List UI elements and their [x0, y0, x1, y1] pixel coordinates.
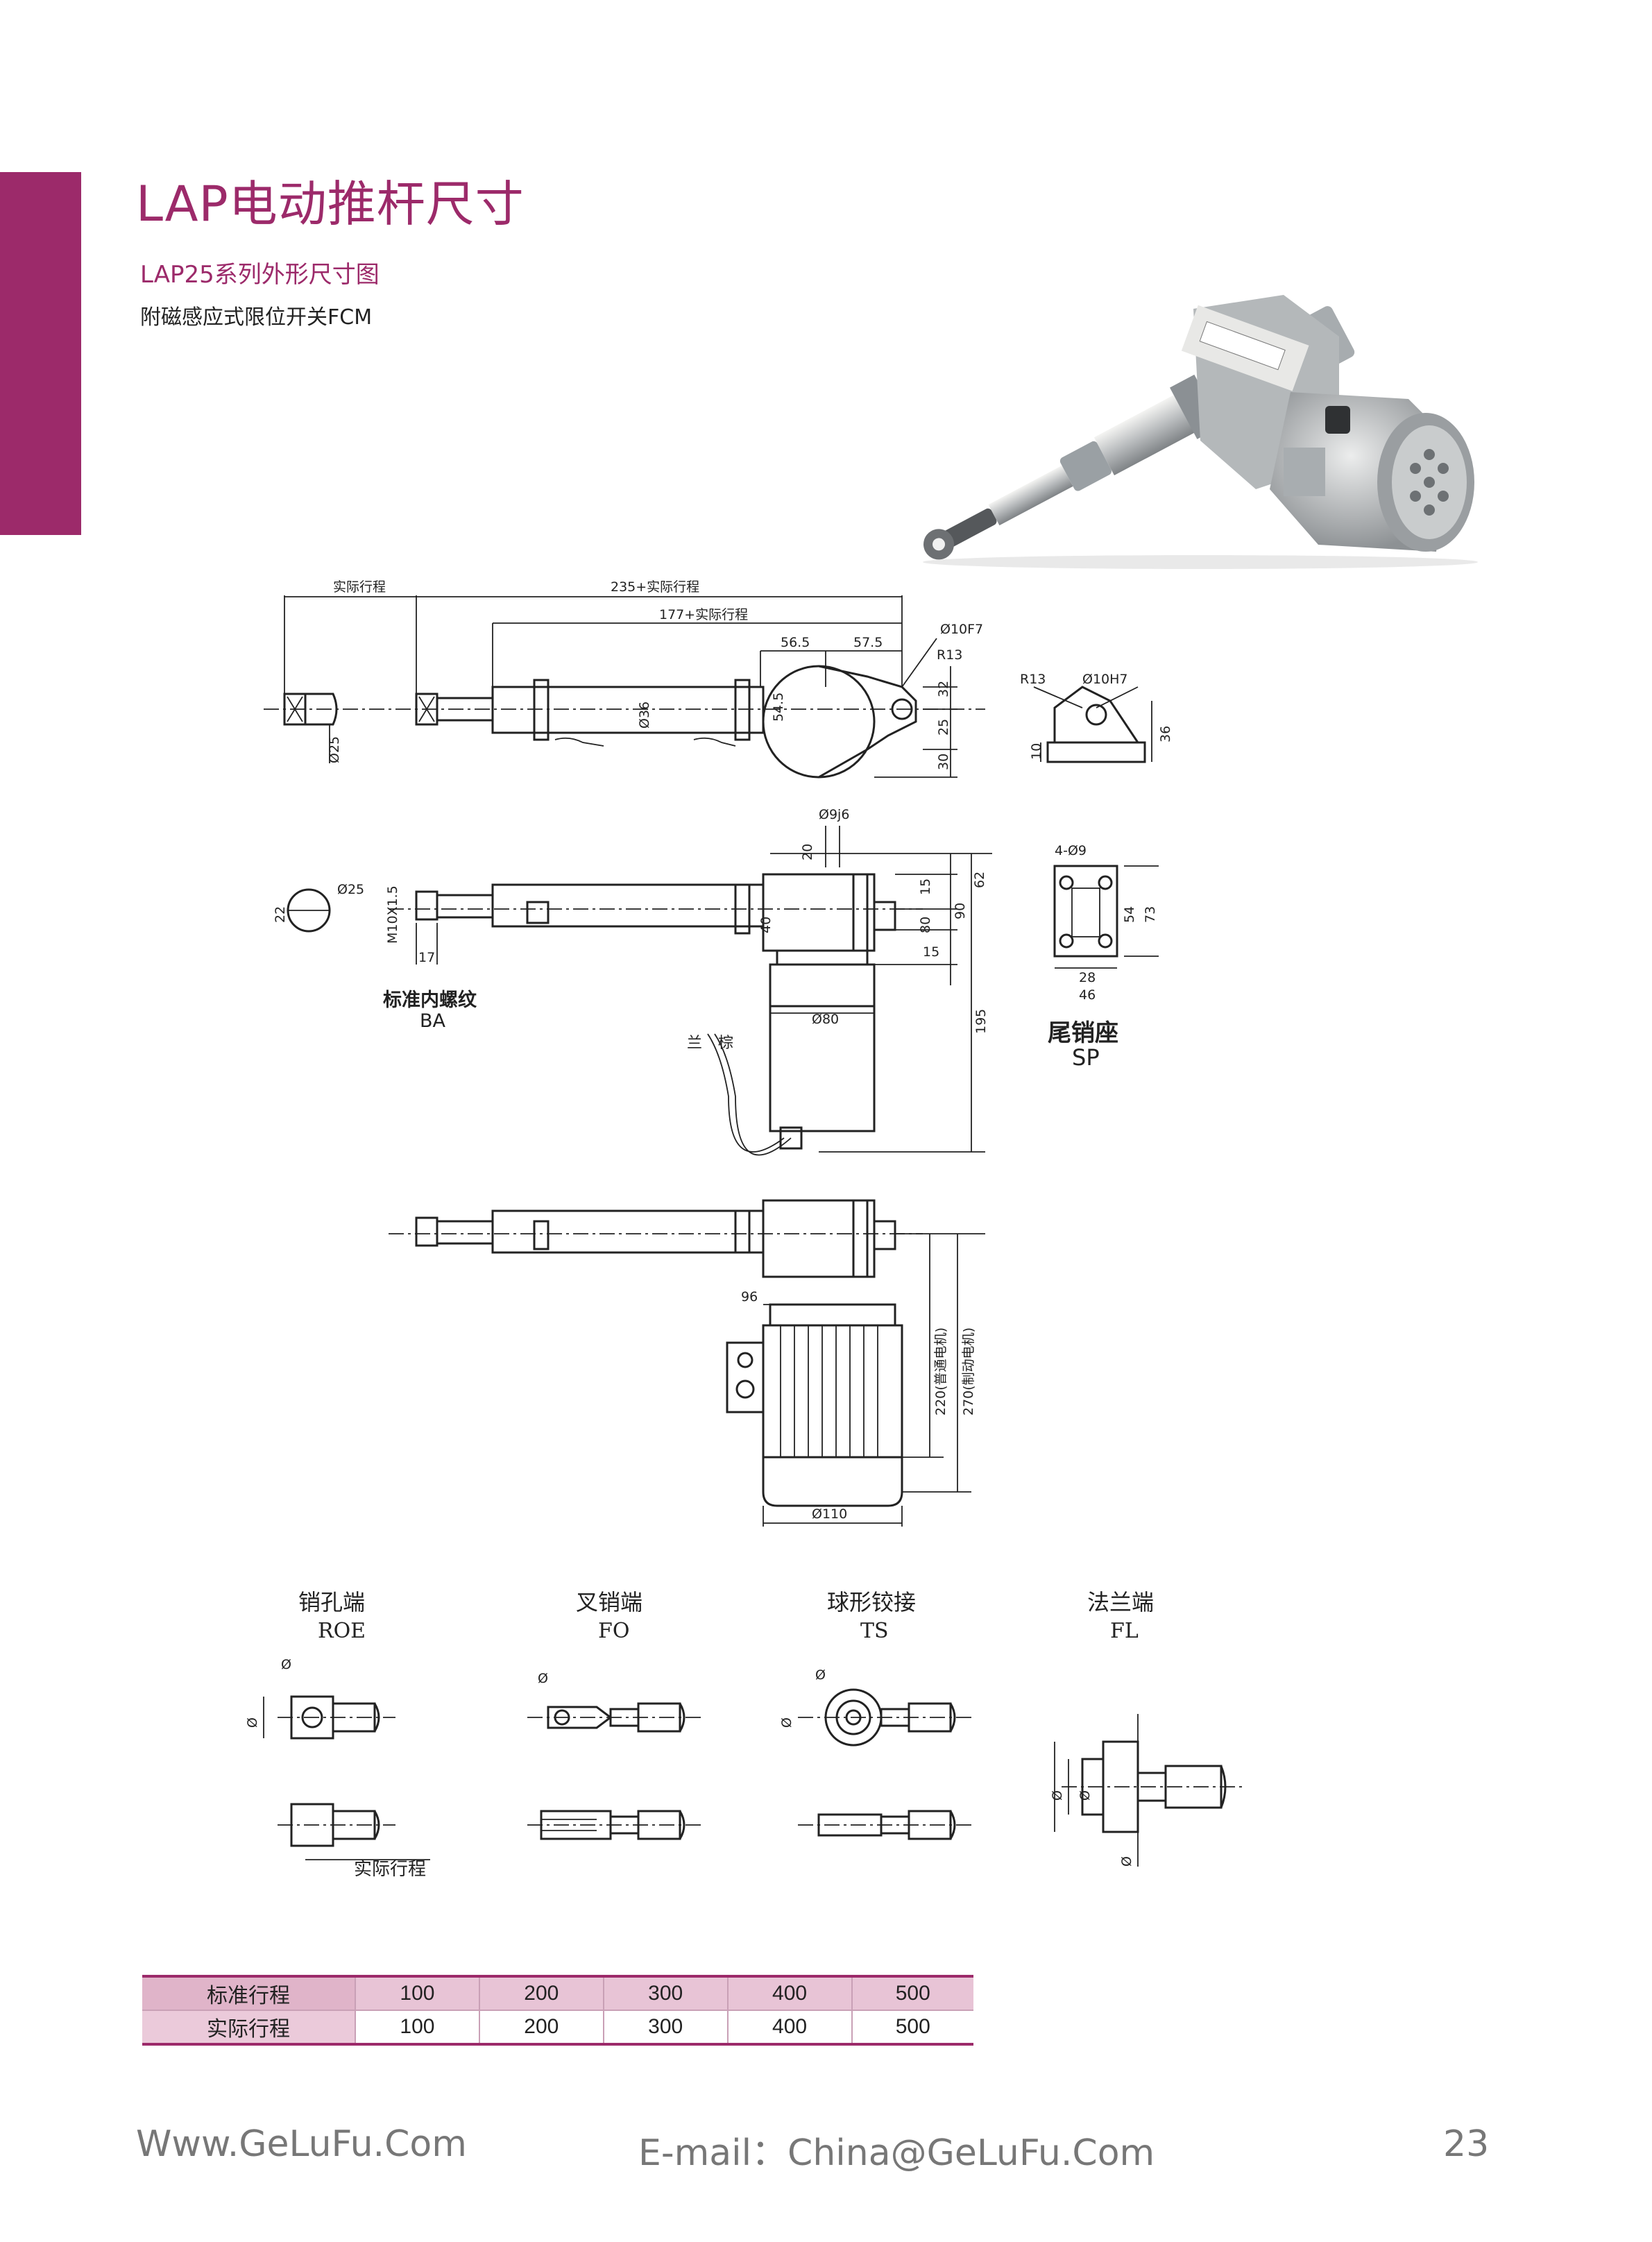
drawing-top-view: Ø9j6 20 40 15 80 90 62 15 195 Ø80: [273, 807, 992, 1156]
table-cell: 100: [355, 2010, 480, 2046]
svg-text:15: 15: [918, 878, 933, 895]
svg-text:177+实际行程: 177+实际行程: [659, 607, 748, 622]
svg-text:Ø10F7: Ø10F7: [940, 622, 983, 637]
drawing-side-view: 实际行程 235+实际行程 177+实际行程 56.5 57.5 Ø10F7 R…: [264, 579, 985, 779]
svg-text:80: 80: [918, 917, 933, 933]
svg-text:Ø: Ø: [538, 1671, 548, 1686]
svg-text:56.5: 56.5: [781, 635, 810, 650]
svg-text:TS: TS: [860, 1619, 889, 1643]
table-cell: 200: [479, 2010, 604, 2046]
svg-text:17: 17: [418, 950, 435, 965]
table-cell: 300: [603, 1975, 729, 2011]
svg-text:FO: FO: [598, 1619, 629, 1643]
svg-text:实际行程: 实际行程: [333, 579, 386, 595]
svg-text:57.5: 57.5: [853, 635, 883, 650]
svg-text:Ø25: Ø25: [327, 736, 342, 763]
drawing-sp-side: R13 Ø10H7 10 36: [1020, 672, 1173, 763]
page-title: LAP电动推杆尺寸: [136, 176, 525, 232]
table-cell: 400: [727, 1975, 853, 2011]
svg-text:Ø: Ø: [815, 1667, 826, 1683]
svg-text:73: 73: [1143, 906, 1158, 923]
section-subtitle: LAP25系列外形尺寸图: [140, 261, 380, 289]
page-number: 23: [1443, 2123, 1490, 2165]
svg-text:Ø: Ø: [1050, 1790, 1065, 1801]
svg-text:Ø36: Ø36: [637, 702, 652, 729]
svg-text:235+实际行程: 235+实际行程: [611, 579, 699, 595]
svg-text:270(制动电机): 270(制动电机): [961, 1327, 976, 1416]
svg-text:4-Ø9: 4-Ø9: [1055, 843, 1087, 858]
svg-text:25: 25: [936, 719, 951, 736]
svg-text:22: 22: [273, 906, 288, 923]
svg-text:Ø: Ø: [1119, 1856, 1134, 1867]
svg-text:Ø9j6: Ø9j6: [819, 807, 849, 822]
accent-bar: [0, 172, 81, 535]
svg-text:46: 46: [1079, 987, 1096, 1003]
svg-text:90: 90: [953, 903, 968, 919]
svg-text:ROE: ROE: [318, 1619, 366, 1643]
svg-text:标准内螺纹: 标准内螺纹: [383, 990, 477, 1011]
svg-text:Ø25: Ø25: [337, 882, 364, 897]
stroke-table: 标准行程 100 200 300 400 500 实际行程 100 200 30…: [142, 1975, 973, 2046]
svg-text:棕: 棕: [718, 1035, 733, 1052]
table-cell: 500: [851, 1975, 973, 2011]
svg-text:Ø10H7: Ø10H7: [1082, 672, 1128, 687]
svg-text:Ø: Ø: [779, 1717, 794, 1728]
svg-text:球形铰接: 球形铰接: [827, 1589, 916, 1615]
svg-text:FL: FL: [1110, 1619, 1139, 1643]
table-row: 标准行程 100 200 300 400 500: [142, 1975, 973, 2011]
svg-text:SP: SP: [1072, 1044, 1100, 1071]
svg-text:法兰端: 法兰端: [1087, 1589, 1154, 1615]
svg-text:BA: BA: [420, 1010, 446, 1032]
svg-text:20: 20: [800, 844, 815, 860]
svg-text:Ø: Ø: [1078, 1790, 1093, 1801]
table-row-header: 实际行程: [142, 2010, 356, 2046]
table-cell: 400: [727, 2010, 853, 2046]
drawing-brake-motor: 96 Ø110 220(普通电机) 270(制动电机): [389, 1199, 985, 1527]
svg-text:实际行程: 实际行程: [354, 1859, 426, 1880]
svg-text:R13: R13: [1020, 672, 1046, 687]
svg-text:10: 10: [1029, 743, 1044, 760]
svg-text:32: 32: [936, 681, 951, 697]
svg-text:Ø: Ø: [281, 1657, 291, 1672]
table-cell: 500: [851, 2010, 973, 2046]
table-row: 实际行程 100 200 300 400 500: [142, 2010, 973, 2046]
svg-text:兰: 兰: [687, 1035, 702, 1052]
drawing-sp-plan: 4-Ø9 54 73 28 46 尾销座 SP: [1048, 843, 1159, 1071]
svg-text:30: 30: [936, 754, 951, 770]
actuator-product-photo: [923, 295, 1478, 569]
table-cell: 300: [603, 2010, 729, 2046]
svg-text:96: 96: [741, 1289, 758, 1305]
svg-text:54.5: 54.5: [771, 693, 786, 722]
end-fittings: 销孔端 ROE 叉销端 FO 球形铰接 TS 法兰端 FL Ø Ø 实际行程 Ø: [245, 1589, 1242, 1880]
svg-text:R13: R13: [937, 647, 962, 663]
svg-text:15: 15: [923, 944, 939, 960]
svg-text:40: 40: [758, 917, 774, 933]
svg-text:Ø: Ø: [245, 1717, 260, 1728]
svg-text:220(普通电机): 220(普通电机): [933, 1327, 948, 1416]
table-cell: 100: [355, 1975, 480, 2011]
svg-text:叉销端: 叉销端: [576, 1589, 642, 1615]
svg-text:Ø80: Ø80: [812, 1012, 839, 1027]
svg-text:销孔端: 销孔端: [298, 1589, 365, 1615]
svg-text:28: 28: [1079, 970, 1096, 985]
svg-text:尾销座: 尾销座: [1048, 1019, 1118, 1047]
svg-text:54: 54: [1122, 906, 1137, 923]
svg-text:62: 62: [972, 872, 987, 888]
svg-text:Ø110: Ø110: [812, 1506, 847, 1522]
footer-website[interactable]: Www.GeLuFu.Com: [136, 2123, 467, 2165]
svg-text:36: 36: [1158, 726, 1173, 742]
section-note: 附磁感应式限位开关FCM: [140, 305, 373, 330]
table-row-header: 标准行程: [142, 1975, 356, 2011]
table-cell: 200: [479, 1975, 604, 2011]
svg-text:195: 195: [973, 1009, 989, 1034]
svg-text:M10X1.5: M10X1.5: [385, 885, 400, 944]
footer-email[interactable]: E-mail：China@GeLuFu.Com: [638, 2132, 1155, 2174]
